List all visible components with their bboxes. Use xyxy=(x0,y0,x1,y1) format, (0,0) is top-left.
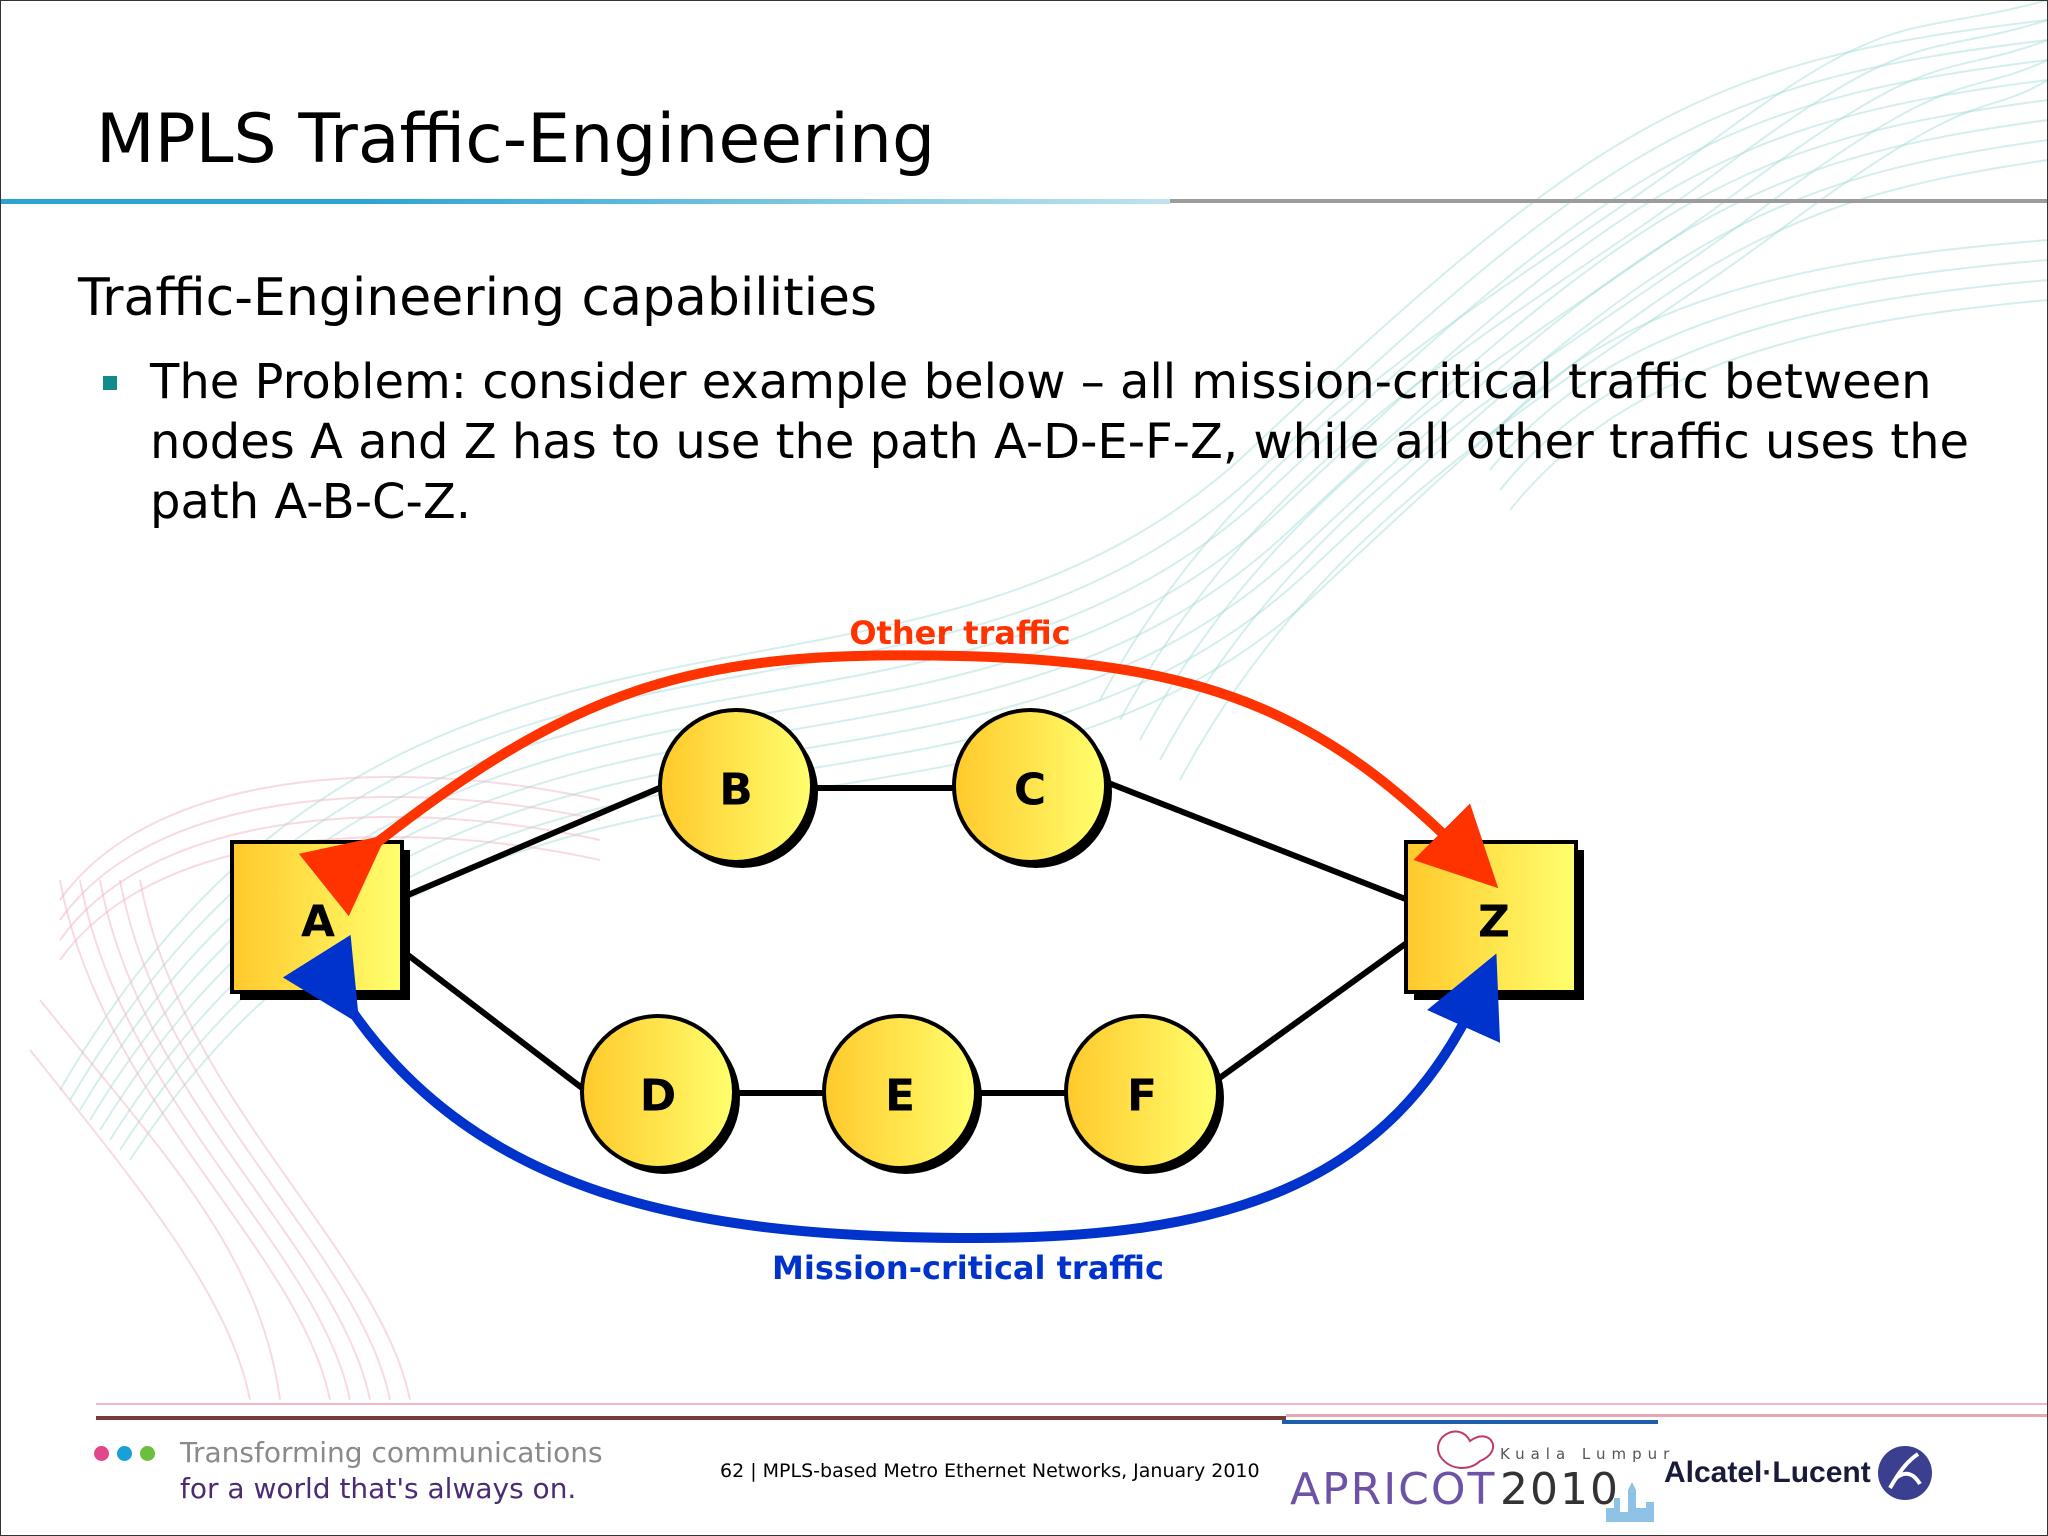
footer-rule-pink xyxy=(96,1403,2048,1405)
apricot-flower-icon xyxy=(1437,1430,1495,1469)
alcatel-lucent-logo-icon xyxy=(1878,1446,1932,1500)
apricot-logo-word: APRICOT xyxy=(1290,1464,1497,1515)
node-a: A xyxy=(230,840,410,1000)
apricot-logo-bar xyxy=(1282,1420,1658,1424)
node-f-label: F xyxy=(1127,1071,1157,1122)
node-b: B xyxy=(658,708,818,868)
node-d: D xyxy=(580,1014,740,1174)
link-c-z xyxy=(1104,779,1410,903)
city-skyline-icon xyxy=(1606,1482,1654,1522)
mission-critical-label: Mission-critical traffic xyxy=(772,1249,1164,1287)
node-e-label: E xyxy=(885,1071,915,1122)
link-f-z xyxy=(1212,939,1410,1085)
bullet-text: The Problem: consider example below – al… xyxy=(150,354,1970,530)
tagline-dots xyxy=(94,1446,163,1465)
alcatel-lucent-logo-text: Alcatel·Lucent xyxy=(1664,1456,1871,1489)
page-footer-info: 62 | MPLS-based Metro Ethernet Networks,… xyxy=(720,1460,1260,1482)
title-underline-gray xyxy=(1170,199,2048,203)
node-z: Z xyxy=(1404,840,1584,1000)
other-traffic-label: Other traffic xyxy=(849,614,1070,652)
pink-dot-icon xyxy=(94,1446,109,1461)
node-c: C xyxy=(952,708,1112,868)
tagline-line-2: for a world that's always on. xyxy=(180,1472,577,1505)
blue-dot-icon xyxy=(117,1446,132,1461)
section-heading: Traffic-Engineering capabilities xyxy=(78,268,878,328)
node-a-label: A xyxy=(301,897,335,948)
node-z-label: Z xyxy=(1478,897,1510,948)
link-a-b xyxy=(406,783,666,898)
slide-title: MPLS Traffic-Engineering xyxy=(96,100,936,179)
green-dot-icon xyxy=(140,1446,155,1461)
apricot-logo-year: 2010 xyxy=(1500,1464,1620,1515)
title-underline xyxy=(0,199,1170,204)
node-f: F xyxy=(1064,1014,1224,1174)
node-b-label: B xyxy=(719,765,753,816)
node-d-label: D xyxy=(640,1071,677,1122)
tagline-line-1: Transforming communications xyxy=(180,1436,603,1469)
apricot-city: Kuala Lumpur xyxy=(1500,1445,1676,1463)
node-c-label: C xyxy=(1014,765,1046,816)
footer-rule-dark xyxy=(96,1416,1286,1420)
link-a-d xyxy=(402,949,584,1091)
node-e: E xyxy=(822,1014,982,1174)
bullet-marker xyxy=(103,376,117,390)
footer-rule-light xyxy=(1286,1414,2048,1417)
other-traffic-arrow xyxy=(298,650,1499,917)
mission-critical-arrow xyxy=(282,934,1501,1244)
